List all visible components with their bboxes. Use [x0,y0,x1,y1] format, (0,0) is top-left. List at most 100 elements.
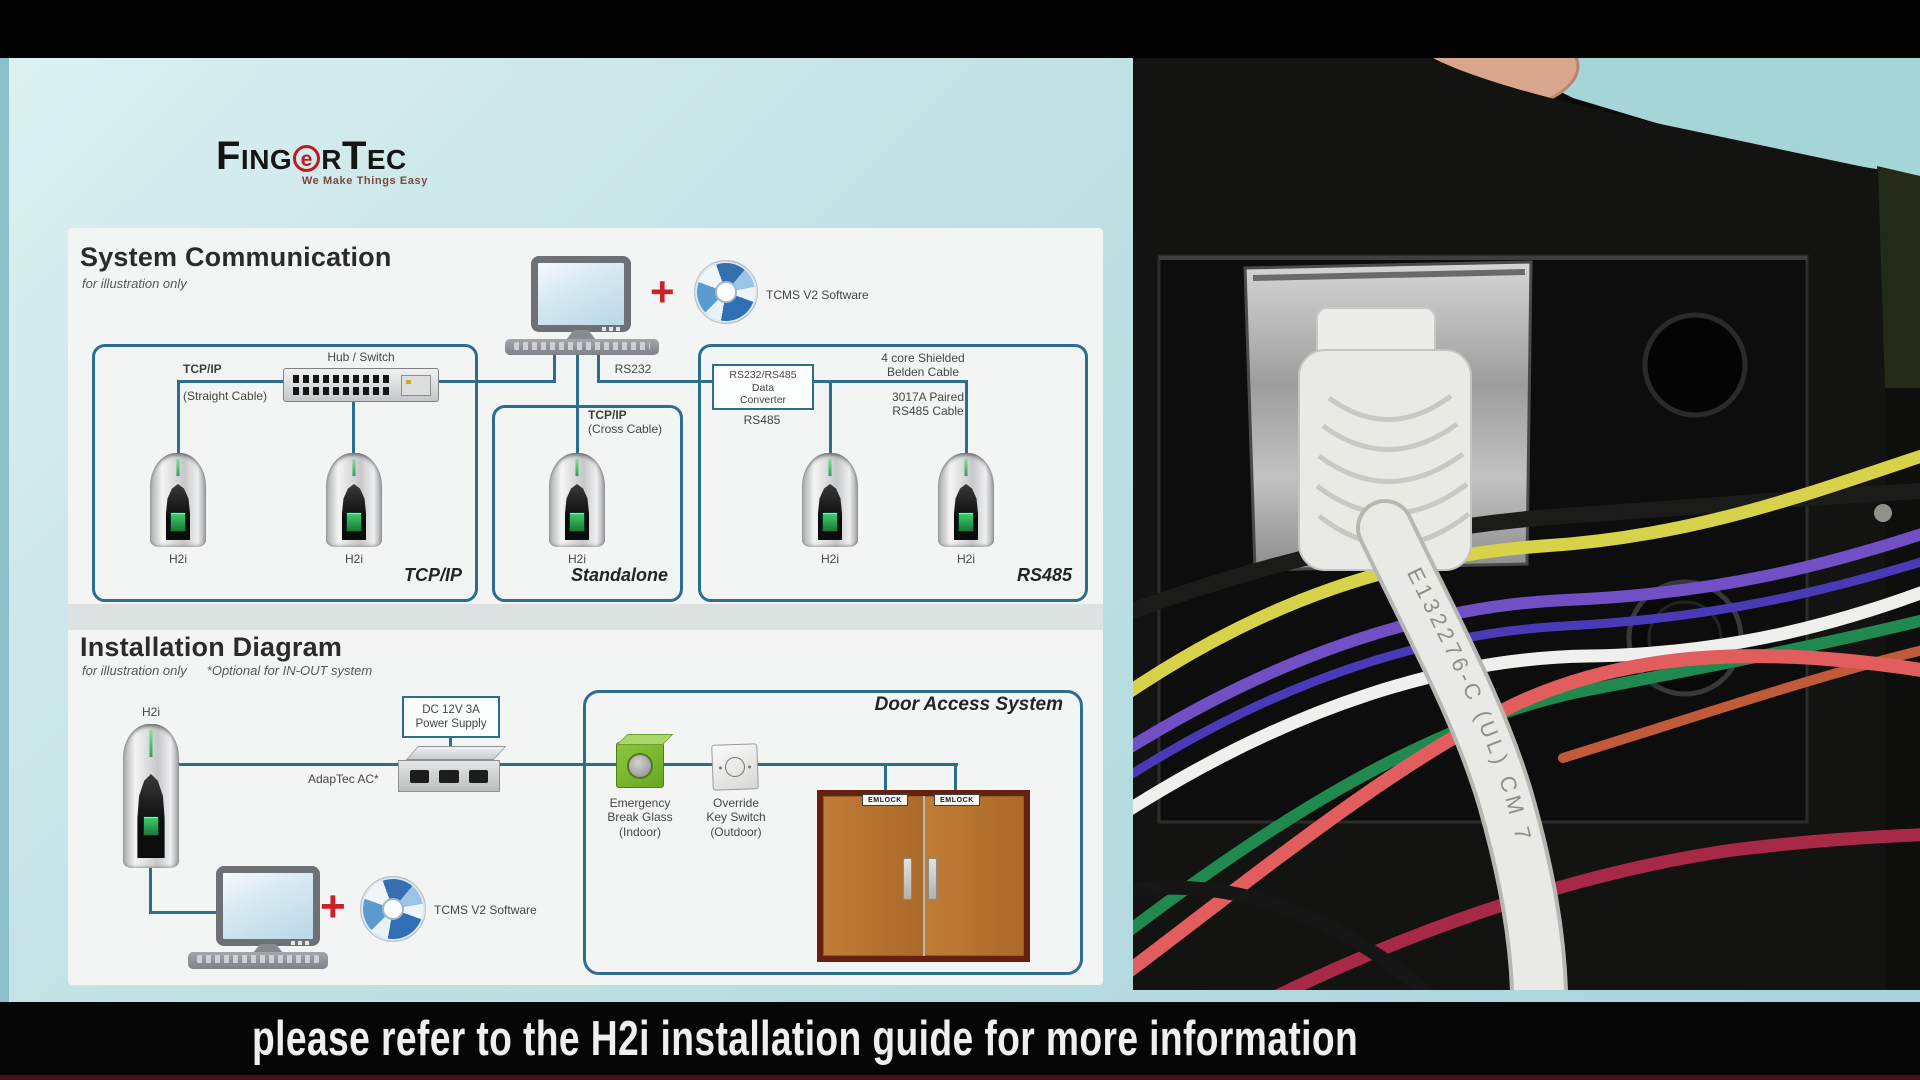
h2i-device [802,453,858,547]
system-communication-subtitle: for illustration only [82,276,187,291]
led-indicator [176,459,180,476]
fingerprint-window [342,484,366,540]
fingerprint-window [818,484,842,540]
monitor-stand-icon [252,944,284,954]
plate-edge [1252,269,1526,281]
door-access-system-title: Door Access System [874,694,1063,715]
wire-yellow [1133,449,1920,698]
connector-wire [149,866,152,914]
installation-photo: E132276-C (UL) CM 7 [1133,58,1920,990]
door-leaf-right [923,796,1024,956]
h2i-device [938,453,994,547]
adaptec-label: AdapTec AC* [308,772,379,786]
h2i-label: H2i [820,552,839,566]
hub-switch-label: Hub / Switch [327,350,395,364]
fingerprint-sensor [143,816,159,836]
device-body-right [1885,388,1920,990]
system-communication-title: System Communication [80,242,392,272]
fingerprint-sensor [346,512,362,532]
tcms-software-label: TCMS V2 Software [766,288,869,302]
keyboard-icon [188,952,328,969]
led-indicator [149,730,153,757]
connector-wire [965,380,968,455]
h2i-label: H2i [344,552,363,566]
connector-wire [576,355,579,455]
door-access-system-box [583,690,1083,975]
h2i-device [549,453,605,547]
slot-icon [439,769,459,783]
fingerprint-window [565,484,589,540]
installation-diagram-subtitle: for illustration only*Optional for IN-OU… [82,663,373,678]
connector-wire [884,763,887,793]
rs485-group-box [698,344,1088,602]
software-cd-icon [694,260,758,324]
connector-wire [149,911,219,914]
h2i-device [123,724,179,868]
caption-bar [0,1002,1920,1080]
override-key-switch-icon [711,743,759,791]
straight-cable-label: (Straight Cable) [183,389,268,403]
connector-wire [177,380,180,455]
fingerprint-sensor [958,512,974,532]
emlock-badge: EMLOCK [862,794,908,806]
plus-sign: + [320,882,346,931]
keyboard-icon [505,339,659,355]
tcpip-mode-label: TCP/IP [403,565,462,585]
wire-white [1133,586,1920,815]
bottom-edge-line [0,1075,1920,1080]
standalone-group-box [492,405,683,602]
fingerprint-sensor [170,512,186,532]
wire-bundle [1133,449,1920,990]
rs232-label: RS232 [614,362,652,376]
subtitle-caption: please refer to the H2i installation gui… [252,1012,1359,1066]
brand-tagline: We Make Things Easy [301,175,428,187]
slot-icon [410,769,430,783]
hub-switch-icon [283,368,439,402]
fingerprint-window [137,774,165,858]
wire-blue-violet [1133,557,1920,779]
teal-wall-corner [1493,58,1920,176]
left-edge-strip [0,58,9,1002]
double-door-icon [817,790,1030,962]
led-indicator [352,459,356,476]
led-indicator [964,459,968,476]
emlock-badge: EMLOCK [934,794,980,806]
brand-e-icon: e [293,145,321,172]
power-supply-box: DC 12V 3A Power Supply [402,696,500,738]
connector-wire [179,763,958,766]
h2i-label: H2i [956,552,975,566]
rs485-label: RS485 [743,413,781,427]
hub-uplink-icon [401,375,431,396]
monitor-buttons-icon [616,327,620,331]
monitor-stand-icon [566,330,596,340]
monitor-buttons-icon [305,941,309,945]
connector-wire [597,355,600,382]
wire-black [1133,483,1920,620]
connector-wire [829,380,832,455]
letterbox-top [0,0,1920,58]
led-indicator [828,459,832,476]
door-handle-icon [928,858,937,900]
cross-cable-label2: (Cross Cable) [588,422,663,436]
wire-red [1133,649,1920,977]
hub-ports-icon [293,375,393,383]
installation-diagram-title: Installation Diagram [80,632,343,662]
fingerprint-window [954,484,978,540]
computer-icon [216,866,320,946]
wire-green [1133,614,1920,936]
h2i-label: H2i [168,552,187,566]
connector-wire [954,763,957,793]
network-cable [1360,503,1564,990]
door-handle-icon [903,858,912,900]
screw-icon [1874,504,1892,522]
h2i-device [326,453,382,547]
rs232-rs485-converter-box: RS232/RS485 Data Converter [712,364,814,410]
panel-hole [1642,312,1748,418]
led-indicator [575,459,579,476]
h2i-label: H2i [141,705,160,719]
door-split [922,796,925,956]
